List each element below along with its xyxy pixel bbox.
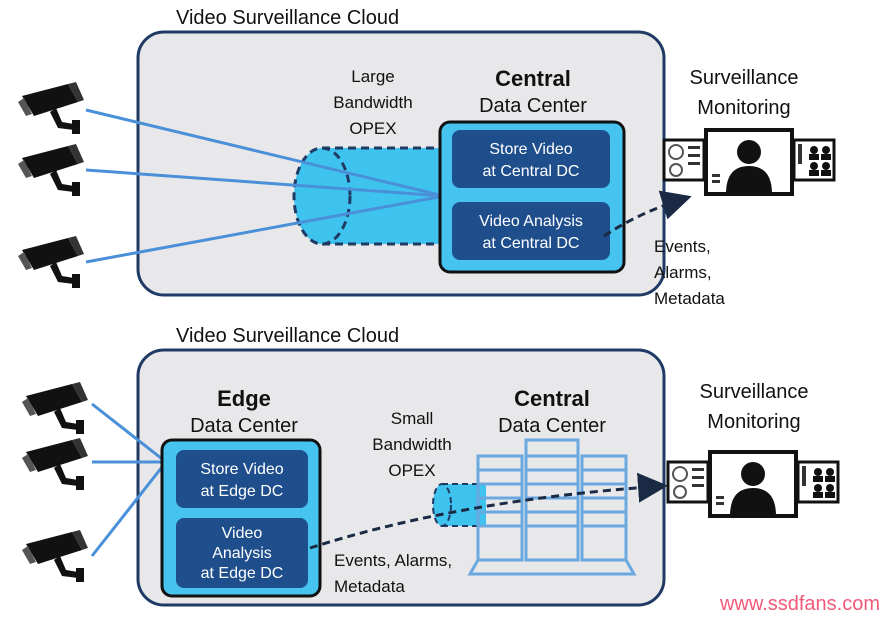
top-monitor-title-1: Surveillance: [690, 67, 799, 89]
bottom-monitor-title-1: Surveillance: [700, 381, 809, 403]
bottom-pipe-label-1: Small: [391, 409, 434, 428]
bottom-events-line-2: Metadata: [334, 577, 405, 596]
top-central-subtitle: Data Center: [479, 95, 587, 117]
camera-icon: [22, 530, 88, 582]
bottom-edge-subtitle: Data Center: [190, 415, 298, 437]
camera-link: [85, 168, 445, 198]
bottom-edge-title: Edge: [217, 386, 271, 411]
camera-link: [85, 108, 445, 198]
bottom-monitor-title-2: Monitoring: [707, 411, 800, 433]
monitor-person-icon: [666, 450, 840, 518]
watermark: www.ssdfans.com: [719, 593, 880, 615]
bottom-cloud-title: Video Surveillance Cloud: [176, 325, 399, 347]
bottom-analysis-box: [176, 518, 308, 588]
bottom-store-line-2: at Edge DC: [201, 483, 284, 500]
bottom-events-line-1: Events, Alarms,: [334, 551, 452, 570]
top-store-line-2: at Central DC: [483, 163, 580, 180]
camera-icon: [18, 144, 84, 196]
bottom-store-line-1: Store Video: [200, 461, 283, 478]
bottom-central-title: Central: [514, 386, 590, 411]
bottom-analysis-line-3: at Edge DC: [201, 565, 284, 582]
camera-icon: [18, 82, 84, 134]
bottom-events-arrow: [309, 472, 668, 550]
bottom-analysis-line-1: Video: [222, 525, 263, 542]
top-panel: Video Surveillance Cloud Large Bandwidth…: [18, 7, 836, 308]
top-events-line-3: Metadata: [654, 289, 725, 308]
bottom-central-subtitle: Data Center: [498, 415, 606, 437]
top-pipe-label-3: OPEX: [349, 119, 396, 138]
bottom-store-box: [176, 450, 308, 508]
top-central-title: Central: [495, 66, 571, 91]
top-events-arrow: [603, 190, 692, 238]
top-analysis-line-1: Video Analysis: [479, 213, 583, 230]
bottom-analysis-line-2: Analysis: [212, 545, 272, 562]
camera-icon: [22, 438, 88, 490]
camera-icon: [18, 236, 84, 288]
top-analysis-box: [452, 202, 610, 260]
top-events-line-1: Events,: [654, 237, 711, 256]
top-analysis-line-2: at Central DC: [483, 235, 580, 252]
bottom-pipe-label-2: Bandwidth: [372, 435, 451, 454]
bottom-pipe-label-3: OPEX: [388, 461, 435, 480]
camera-link: [90, 461, 168, 557]
camera-link: [91, 402, 167, 464]
server-rack-icon: [467, 438, 637, 576]
bottom-panel: Video Surveillance Cloud Edge Data Cente…: [22, 325, 840, 607]
top-store-line-1: Store Video: [489, 141, 572, 158]
camera-link: [85, 194, 445, 264]
top-store-box: [452, 130, 610, 188]
pipe-cylinder-icon: [292, 146, 442, 246]
monitor-person-icon: [662, 128, 836, 196]
top-events-line-2: Alarms,: [654, 263, 712, 282]
top-cloud-title: Video Surveillance Cloud: [176, 7, 399, 29]
camera-icon: [22, 382, 88, 434]
top-monitor-title-2: Monitoring: [697, 97, 790, 119]
top-pipe-label-1: Large: [351, 67, 394, 86]
top-pipe-label-2: Bandwidth: [333, 93, 412, 112]
